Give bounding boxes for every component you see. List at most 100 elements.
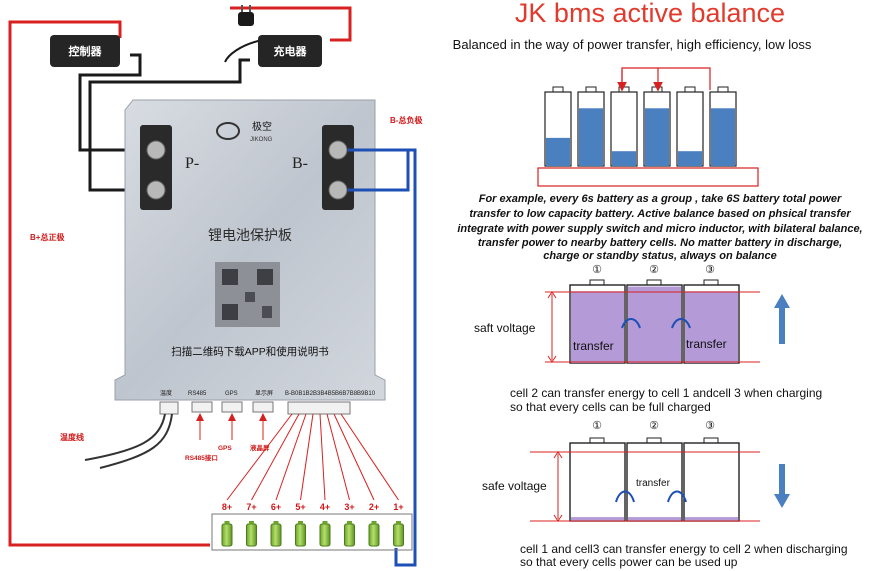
battery-icon: [344, 521, 355, 547]
charging-example: ① ② ③ saft voltage transfer transfer cel…: [474, 264, 822, 414]
up-arrow-icon: [774, 294, 790, 344]
scan-instructions: 扫描二维码下载APP和使用说明书: [171, 345, 329, 358]
cell-number: ①: [592, 264, 602, 276]
charger-red-wire: [230, 6, 352, 42]
battery-cell: [577, 86, 605, 167]
discharging-example: ① ② ③ safe voltage transfer cell 1 and c…: [482, 420, 848, 569]
port-rs485-label: RS485: [188, 391, 207, 397]
cell-plus-label: 2+: [369, 502, 379, 512]
transfer-loop: [621, 67, 711, 90]
charger-cable: [224, 39, 263, 63]
controller-red-wire: [45, 20, 122, 38]
transfer-arrow: [615, 490, 635, 503]
battery-cell: [683, 279, 740, 364]
cell-fill: [571, 291, 624, 363]
battery-cell: [626, 437, 683, 522]
rs485-port: [191, 401, 213, 413]
charger-label: 充电器: [274, 44, 308, 58]
gps-label: GPS: [218, 445, 232, 452]
charger-box: [258, 35, 322, 67]
qr-code: [215, 262, 280, 327]
description-line: transfer to low capacity battery. Active…: [469, 208, 851, 220]
battery-cell: [569, 279, 626, 364]
cell-fill: [571, 517, 624, 521]
cell-plus-label: 7+: [246, 502, 256, 512]
battery-cell: [610, 86, 638, 167]
cell-fill: [579, 108, 603, 166]
p-minus-label: P-: [185, 155, 199, 172]
battery-cell: [544, 86, 572, 167]
battery-icon: [221, 521, 233, 547]
b-minus-label: B-: [292, 155, 308, 172]
description-line: charge or standby status, always on bala…: [543, 250, 777, 262]
b-minus-total-label: B-总负极: [390, 115, 422, 125]
transfer-arrow: [671, 318, 691, 329]
discharge-caption: cell 1 and cell3 can transfer energy to …: [520, 542, 848, 556]
battery-icon: [368, 521, 380, 547]
board-title: 锂电池保护板: [208, 227, 292, 243]
battery-cell: [569, 437, 626, 522]
cell-fill: [645, 108, 669, 166]
battery-cell: [643, 86, 671, 167]
charge-caption: so that every cells can be full charged: [510, 400, 711, 414]
transfer-label: transfer: [573, 339, 614, 353]
battery-icon: [295, 521, 306, 547]
transfer-label: transfer: [686, 337, 727, 351]
jk-logo: 极空 JIKONG: [216, 120, 273, 143]
battery-icon: [393, 521, 404, 547]
cell-plus-label: 4+: [320, 502, 330, 512]
battery-pack-frame: [211, 513, 413, 551]
cell-plus-label: 1+: [393, 502, 403, 512]
cell-fill: [685, 517, 738, 521]
cell-plus-label: 6+: [271, 502, 281, 512]
display-port: [252, 401, 274, 413]
cell-number: ①: [592, 420, 602, 432]
controller-box: [50, 35, 120, 67]
cell-fill: [628, 286, 681, 363]
battery-cell: [709, 86, 737, 167]
battery-icon: [319, 521, 331, 547]
description-line: transfer power to nearby battery cells. …: [478, 237, 842, 249]
battery-icon: [246, 521, 257, 547]
cell-fill: [711, 108, 735, 166]
controller-label: 控制器: [69, 44, 103, 58]
cell-plus-label: 3+: [344, 502, 354, 512]
balance-leads: [226, 413, 399, 501]
port-gps-label: GPS: [225, 391, 238, 397]
cell-plus-label: 5+: [295, 502, 305, 512]
blue-wire-2: [348, 150, 410, 192]
cell-fill: [612, 151, 636, 166]
cloud-logo-icon: [216, 122, 240, 140]
wiring-diagram: 控制器 充电器 极空 JIKONG P- B- 锂电池保护板: [8, 5, 422, 567]
port-temp-label: 温度: [160, 389, 172, 397]
temp-wire-label: 温度线: [60, 432, 84, 442]
port-display-label: 显示屏: [255, 390, 273, 397]
cell-fill: [685, 291, 738, 363]
battery-cell: [676, 86, 704, 167]
bms-board: [114, 99, 386, 401]
down-arrow-icon: [774, 464, 790, 508]
b-plus-total-label: B+总正极: [30, 232, 64, 242]
temp-port: [159, 401, 179, 415]
cell-fill: [678, 151, 702, 166]
transfer-arrow: [667, 490, 687, 503]
transfer-arrow: [621, 318, 641, 329]
cell-number: ③: [705, 420, 715, 432]
description-block: For example, every 6s battery as a group…: [457, 193, 862, 262]
rs485-port-label: RS485接口: [185, 453, 218, 462]
black-wire-2: [88, 58, 250, 192]
cell-number: ③: [705, 264, 715, 276]
cell-number: ②: [649, 420, 659, 432]
cell-fill: [628, 517, 681, 521]
discharge-caption: so that every cells power can be used up: [520, 555, 738, 569]
transfer-label: transfer: [636, 478, 671, 489]
voltage-label: safe voltage: [482, 479, 547, 493]
description-line: integrate with power supply switch and m…: [457, 223, 862, 235]
page-title: JK bms active balance: [515, 0, 785, 28]
page-subtitle: Balanced in the way of power transfer, h…: [453, 37, 812, 52]
voltage-label: saft voltage: [474, 321, 536, 335]
description-line: For example, every 6s battery as a group…: [479, 193, 842, 205]
battery-icon: [270, 521, 282, 547]
brand-en: JIKONG: [250, 137, 273, 143]
